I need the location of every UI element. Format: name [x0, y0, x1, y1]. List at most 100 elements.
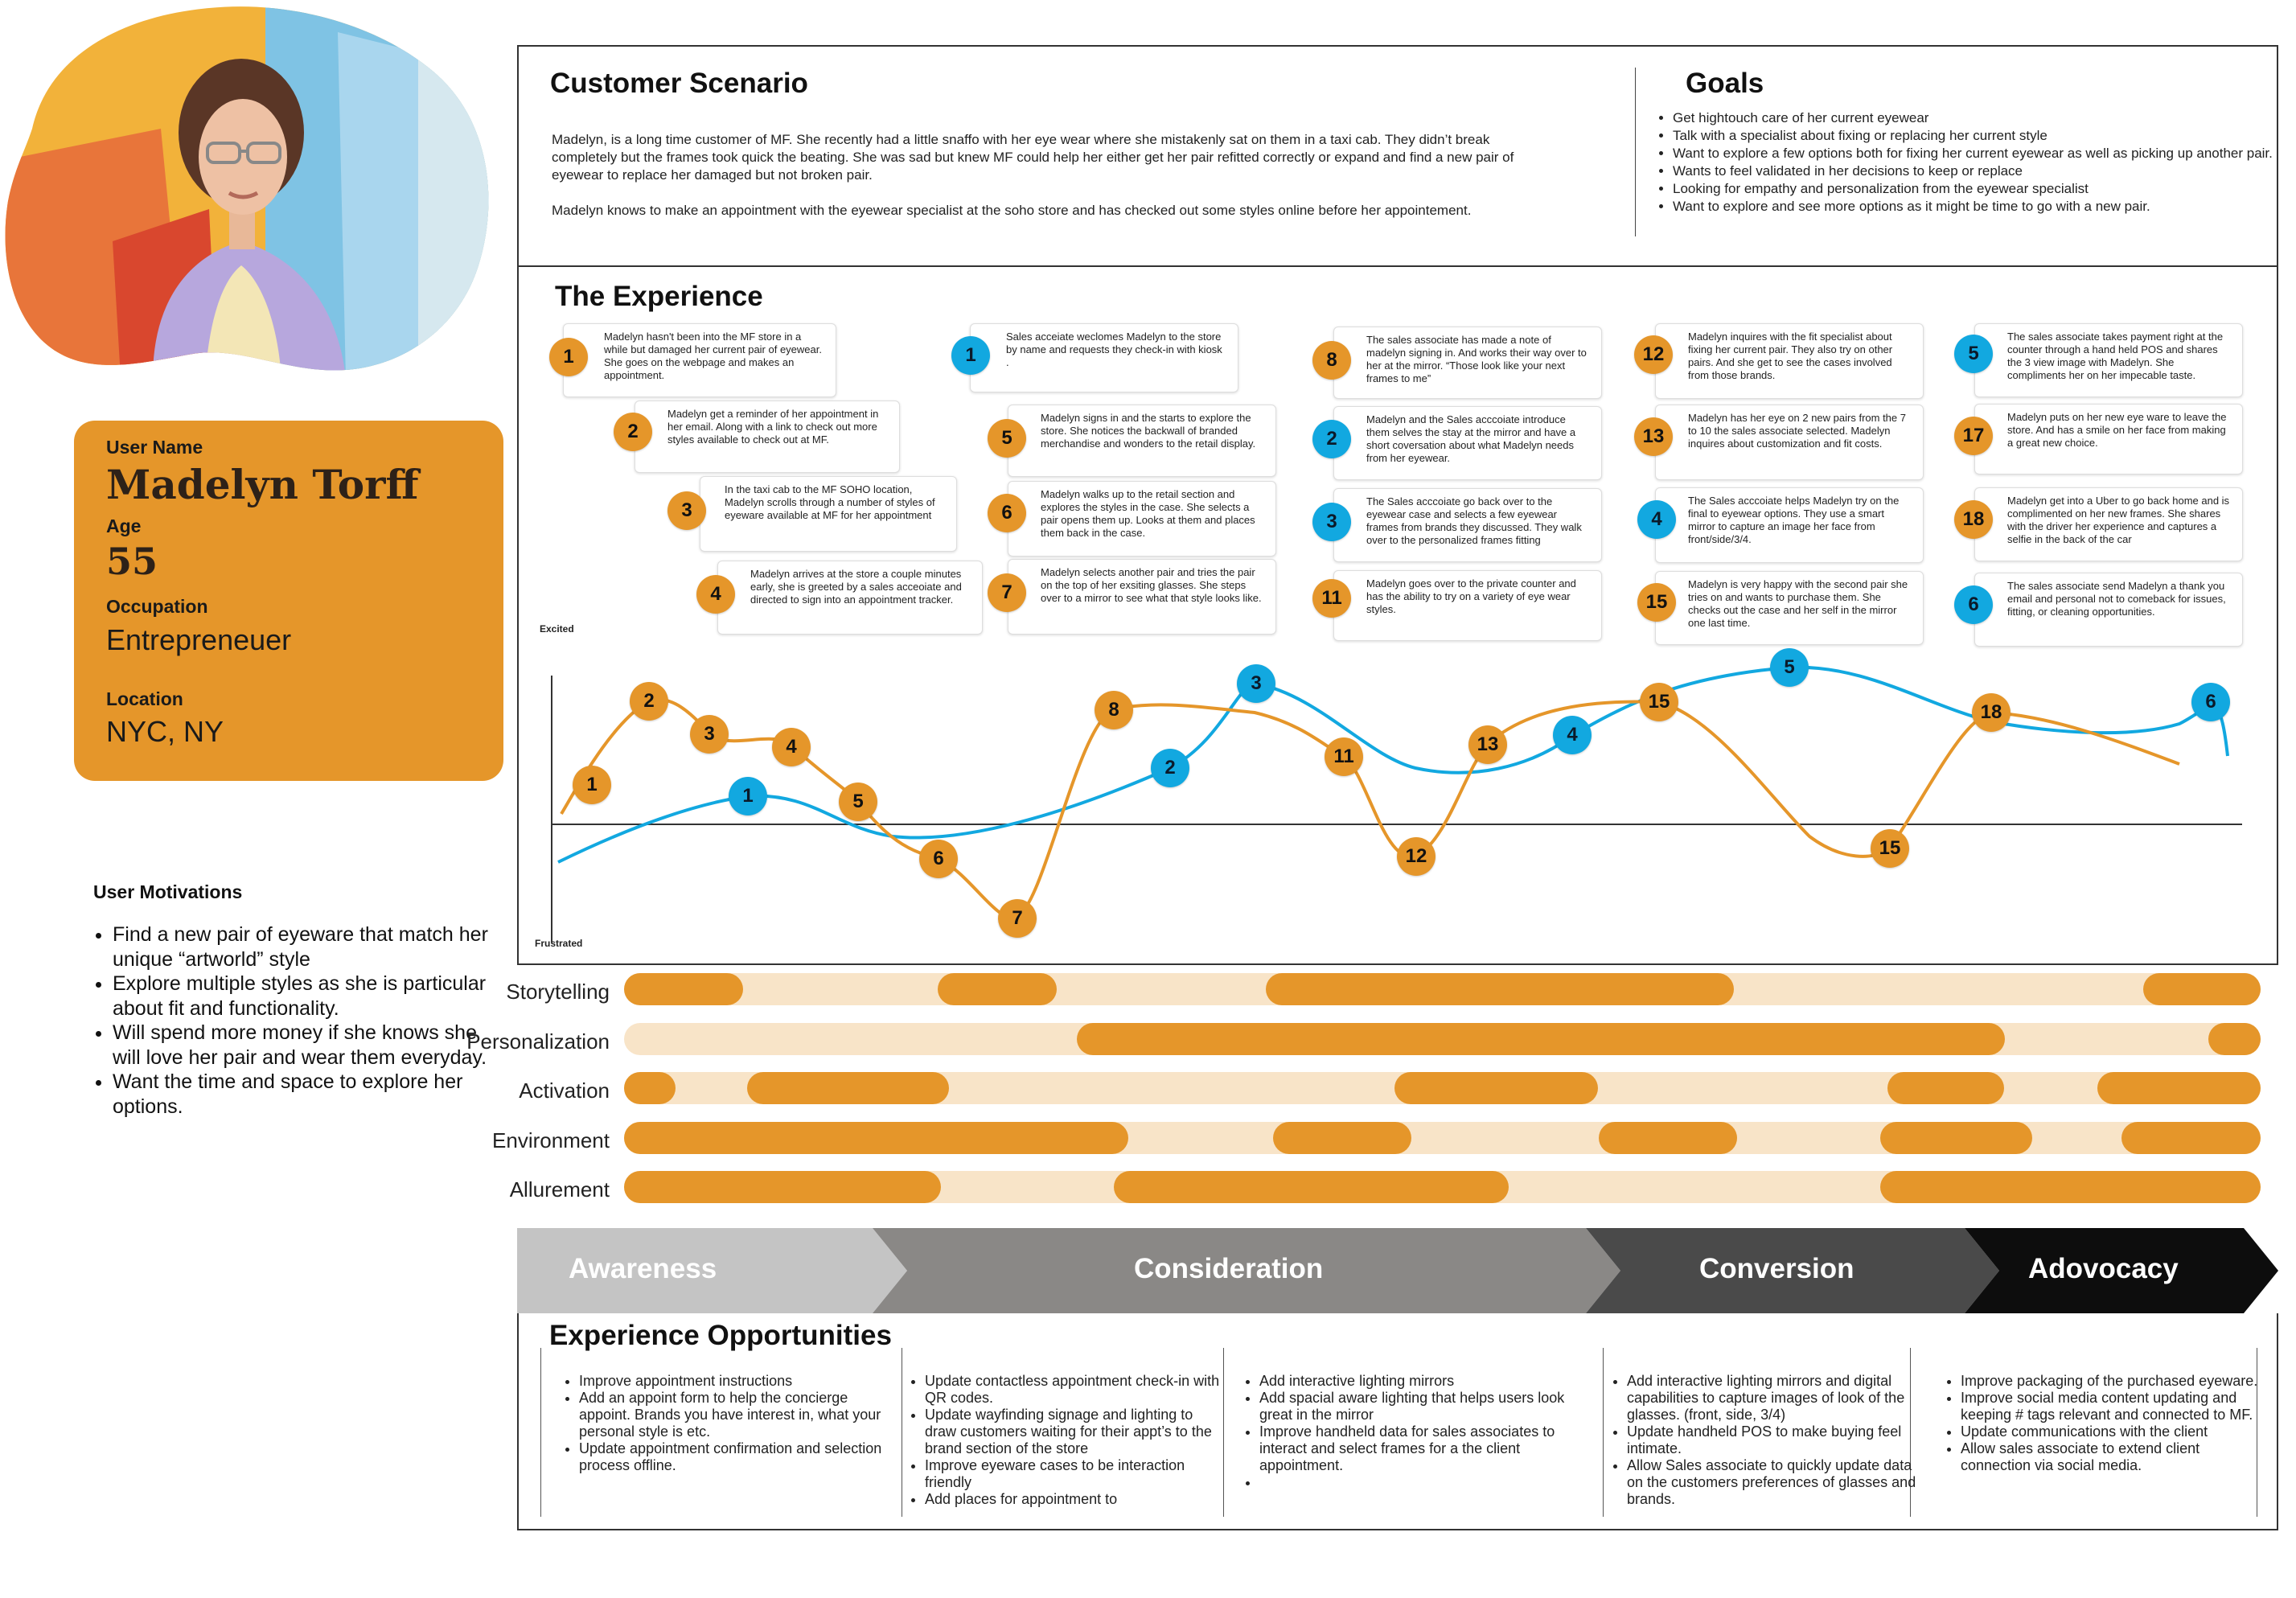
goal-item: Get hightouch care of her current eyewea…: [1673, 109, 2292, 127]
step-badge: 2: [1312, 420, 1351, 458]
journey-note: Madelyn inquires with the fit specialist…: [1655, 323, 1924, 399]
journey-note: Madelyn get into a Uber to go back home …: [1974, 487, 2243, 561]
curve-point: 18: [1972, 693, 2011, 732]
age-value: 55: [106, 540, 158, 583]
stage-label: Consideration: [1134, 1253, 1324, 1284]
step-badge: 6: [1954, 585, 1993, 624]
curve-point: 2: [1151, 749, 1189, 787]
journey-note: Madelyn selects another pair and tries t…: [1008, 559, 1276, 635]
curve-point: 6: [919, 840, 958, 878]
opportunity-item: Update appointment confirmation and sele…: [579, 1440, 893, 1474]
curve-point: 13: [1468, 725, 1507, 764]
step-badge: 13: [1634, 417, 1673, 456]
opportunity-item: Update communications with the client: [1961, 1423, 2258, 1440]
step-badge: 1: [951, 336, 990, 375]
journey-note: The Sales acccoiate helps Madelyn try on…: [1655, 487, 1924, 563]
curve-point: 11: [1325, 737, 1363, 776]
stage-consideration: [873, 1228, 1620, 1313]
goals-title: Goals: [1686, 68, 1764, 99]
stage-label: Adovocacy: [2028, 1253, 2179, 1284]
user-card: User Name Madelyn Torff Age 55 Occupatio…: [74, 421, 503, 781]
opportunities-title: Experience Opportunities: [549, 1320, 892, 1351]
opportunity-item: Add interactive lighting mirrors: [1259, 1373, 1589, 1390]
opportunity-item: Improve handheld data for sales associat…: [1259, 1423, 1589, 1474]
excited-label: Excited: [540, 623, 574, 635]
column-divider: [1910, 1348, 1911, 1517]
curve-point: 4: [1553, 716, 1592, 754]
opportunity-column-conversion: Add interactive lighting mirrors and dig…: [1611, 1373, 1916, 1508]
occupation-label: Occupation: [106, 596, 208, 617]
curve-point: 1: [573, 766, 611, 804]
curve-point: 5: [1770, 648, 1809, 687]
step-badge: 2: [614, 413, 652, 451]
opportunities-panel: [517, 1313, 2278, 1530]
stage-awareness: [517, 1228, 907, 1313]
frustrated-label: Frustrated: [535, 938, 583, 949]
opportunity-item: Allow Sales associate to quickly update …: [1627, 1457, 1916, 1508]
user-name-label: User Name: [106, 437, 203, 458]
motivation-item: Will spend more money if she knows she w…: [113, 1021, 491, 1070]
step-badge: 11: [1312, 579, 1351, 618]
opportunity-item: Improve eyeware cases to be interaction …: [925, 1457, 1222, 1491]
panel-divider: [1635, 68, 1636, 236]
stage-advocacy: [1965, 1228, 2278, 1313]
journey-note: Sales acceiate weclomes Madelyn to the s…: [970, 323, 1238, 392]
step-badge: 17: [1954, 417, 1993, 455]
motivation-item: Want the time and space to explore her o…: [113, 1070, 491, 1119]
opportunity-column-awareness: Improve appointment instructions Add an …: [563, 1373, 893, 1474]
column-divider: [540, 1348, 541, 1517]
motivations-title: User Motivations: [93, 881, 243, 902]
curve-point: 1: [729, 777, 767, 815]
curve-point: 15: [1640, 683, 1678, 721]
opportunity-item: Allow sales associate to extend client c…: [1961, 1440, 2258, 1474]
motivation-item: Explore multiple styles as she is partic…: [113, 972, 491, 1021]
curve-point: 3: [1237, 664, 1275, 703]
goals-list: Get hightouch care of her current eyewea…: [1657, 109, 2292, 216]
journey-note: Madelyn is very happy with the second pa…: [1655, 571, 1924, 645]
journey-note: Madelyn walks up to the retail section a…: [1008, 481, 1276, 557]
curve-point: 4: [772, 728, 811, 766]
journey-note: Madelyn and the Sales acccoiate introduc…: [1333, 406, 1602, 480]
attribute-label: Personalization: [466, 1029, 610, 1054]
opportunity-item: Improve packaging of the purchased eyewa…: [1961, 1373, 2258, 1390]
journey-note: Madelyn get a reminder of her appointmen…: [635, 401, 900, 473]
curve-point: 15: [1871, 829, 1909, 868]
opportunity-item: Update contactless appointment check-in …: [925, 1373, 1222, 1407]
step-badge: 3: [667, 491, 706, 530]
step-badge: 7: [988, 573, 1026, 612]
motivation-item: Find a new pair of eyeware that match he…: [113, 922, 491, 972]
age-label: Age: [106, 516, 142, 536]
opportunity-column-advocacy: Improve packaging of the purchased eyewa…: [1945, 1373, 2258, 1474]
opportunity-column-consideration-2: Add interactive lighting mirrors Add spa…: [1243, 1373, 1589, 1491]
column-divider: [1603, 1348, 1604, 1517]
step-badge: 6: [988, 494, 1026, 532]
goal-item: Wants to feel validated in her decisions…: [1673, 162, 2292, 180]
stage-label: Conversion: [1699, 1253, 1854, 1284]
journey-note: The sales associate takes payment right …: [1974, 323, 2243, 397]
goal-item: Want to explore a few options both for f…: [1673, 145, 2292, 162]
opportunity-item: [1259, 1474, 1589, 1491]
step-badge: 12: [1634, 335, 1673, 374]
associate-curve: [557, 665, 2229, 864]
step-badge: 15: [1637, 583, 1676, 622]
persona-photo: [5, 6, 489, 371]
step-badge: 18: [1954, 500, 1993, 539]
column-divider: [1223, 1348, 1224, 1517]
journey-note: Madelyn signs in and the starts to explo…: [1008, 405, 1276, 477]
opportunity-item: Improve appointment instructions: [579, 1373, 893, 1390]
experience-title: The Experience: [555, 281, 763, 312]
curve-point: 7: [998, 899, 1037, 938]
goal-item: Talk with a specialist about fixing or r…: [1673, 127, 2292, 145]
step-badge: 5: [988, 419, 1026, 458]
location-value: NYC, NY: [106, 715, 224, 748]
journey-note: Madelyn arrives at the store a couple mi…: [717, 561, 983, 635]
curve-point: 3: [690, 715, 729, 754]
step-badge: 5: [1954, 335, 1993, 373]
opportunity-item: Improve social media content updating an…: [1961, 1390, 2258, 1423]
scenario-paragraph-1: Madelyn, is a long time customer of MF. …: [552, 132, 1514, 183]
journey-note: Madelyn has her eye on 2 new pairs from …: [1655, 405, 1924, 480]
stage-conversion: [1586, 1228, 1999, 1313]
step-badge: 3: [1312, 503, 1351, 541]
